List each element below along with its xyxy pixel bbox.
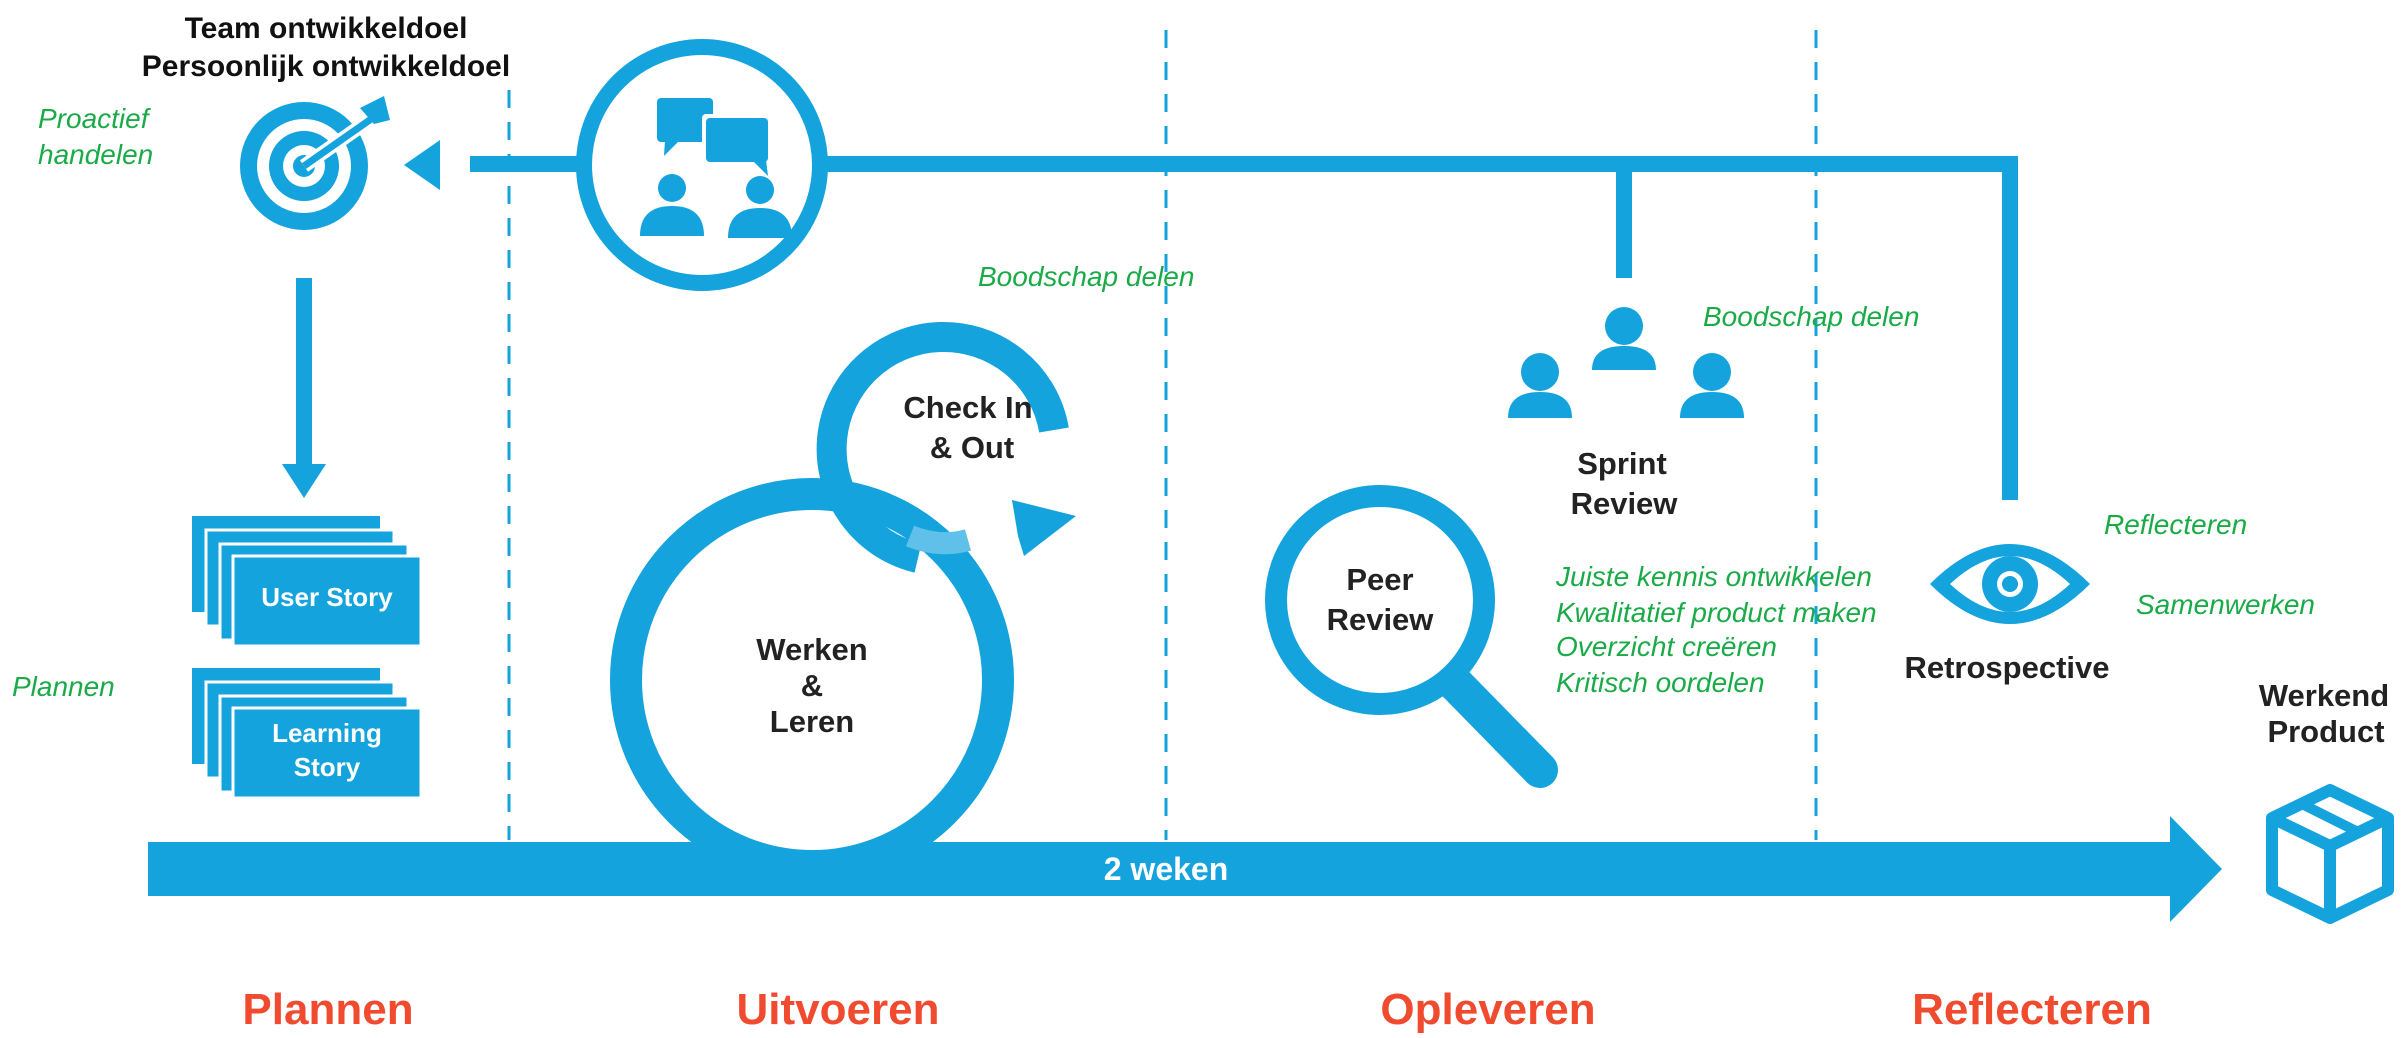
learning-story-stack	[192, 668, 423, 800]
proactief-label: Proactief	[38, 103, 152, 134]
boodschap-delen-2: Boodschap delen	[1703, 301, 1919, 332]
magnifier-icon	[1265, 485, 1558, 788]
target-down-arrow	[282, 278, 326, 498]
skill-item: Kwalitatief product maken	[1556, 597, 1877, 628]
target-icon	[240, 96, 390, 230]
check-in-cycle-icon	[816, 321, 1076, 573]
feedback-sprint-drop	[1616, 156, 1632, 278]
boodschap-delen-1: Boodschap delen	[978, 261, 1194, 292]
eye-icon	[1930, 544, 2090, 624]
handelen-label: handelen	[38, 139, 153, 170]
product-label: Product	[2267, 714, 2384, 749]
feedback-right-drop	[2002, 156, 2018, 500]
werkend-label: Werkend	[2259, 678, 2389, 713]
phase-opleveren: Opleveren	[1380, 985, 1595, 1034]
werken-line1: Werken	[756, 632, 867, 667]
phase-reflecteren: Reflecteren	[1912, 985, 2152, 1034]
user-story-stack	[192, 516, 423, 648]
timeline-arrow	[148, 816, 2222, 922]
phase-plannen: Plannen	[242, 985, 413, 1034]
timeline-label: 2 weken	[1104, 851, 1229, 887]
user-story-label: User Story	[261, 582, 393, 612]
skill-item: Overzicht creëren	[1556, 631, 1777, 662]
phase-uitvoeren: Uitvoeren	[737, 985, 940, 1034]
box-icon	[2266, 784, 2394, 924]
reflecteren-annotation: Reflecteren	[2104, 509, 2247, 540]
team-icon	[1508, 307, 1744, 418]
werken-line3: Leren	[770, 704, 854, 739]
retrospective-label: Retrospective	[1904, 650, 2109, 685]
peer-review-line2: Review	[1327, 602, 1435, 637]
learning-story-line1: Learning	[272, 718, 382, 748]
plannen-annotation: Plannen	[12, 671, 115, 702]
feedback-loop	[404, 140, 2018, 500]
werken-leren-cycle	[610, 478, 1014, 882]
peer-review-line1: Peer	[1346, 562, 1413, 597]
sprint-review-line1: Sprint	[1577, 446, 1667, 481]
feedback-arrowhead	[404, 140, 440, 190]
checkin-line2: & Out	[930, 430, 1014, 465]
skill-item: Juiste kennis ontwikkelen	[1555, 561, 1872, 592]
learning-story-line2: Story	[294, 752, 361, 782]
skills-list: Juiste kennis ontwikkelen Kwalitatief pr…	[1555, 561, 1877, 698]
samenwerken-annotation: Samenwerken	[2136, 589, 2315, 620]
skill-item: Kritisch oordelen	[1556, 667, 1765, 698]
chat-people-icon	[576, 39, 828, 291]
checkin-line1: Check In	[903, 390, 1032, 425]
team-goal-label: Team ontwikkeldoel	[185, 12, 468, 45]
sprint-review-line2: Review	[1571, 486, 1679, 521]
werken-line2: &	[801, 668, 823, 703]
personal-goal-label: Persoonlijk ontwikkeldoel	[142, 50, 510, 83]
